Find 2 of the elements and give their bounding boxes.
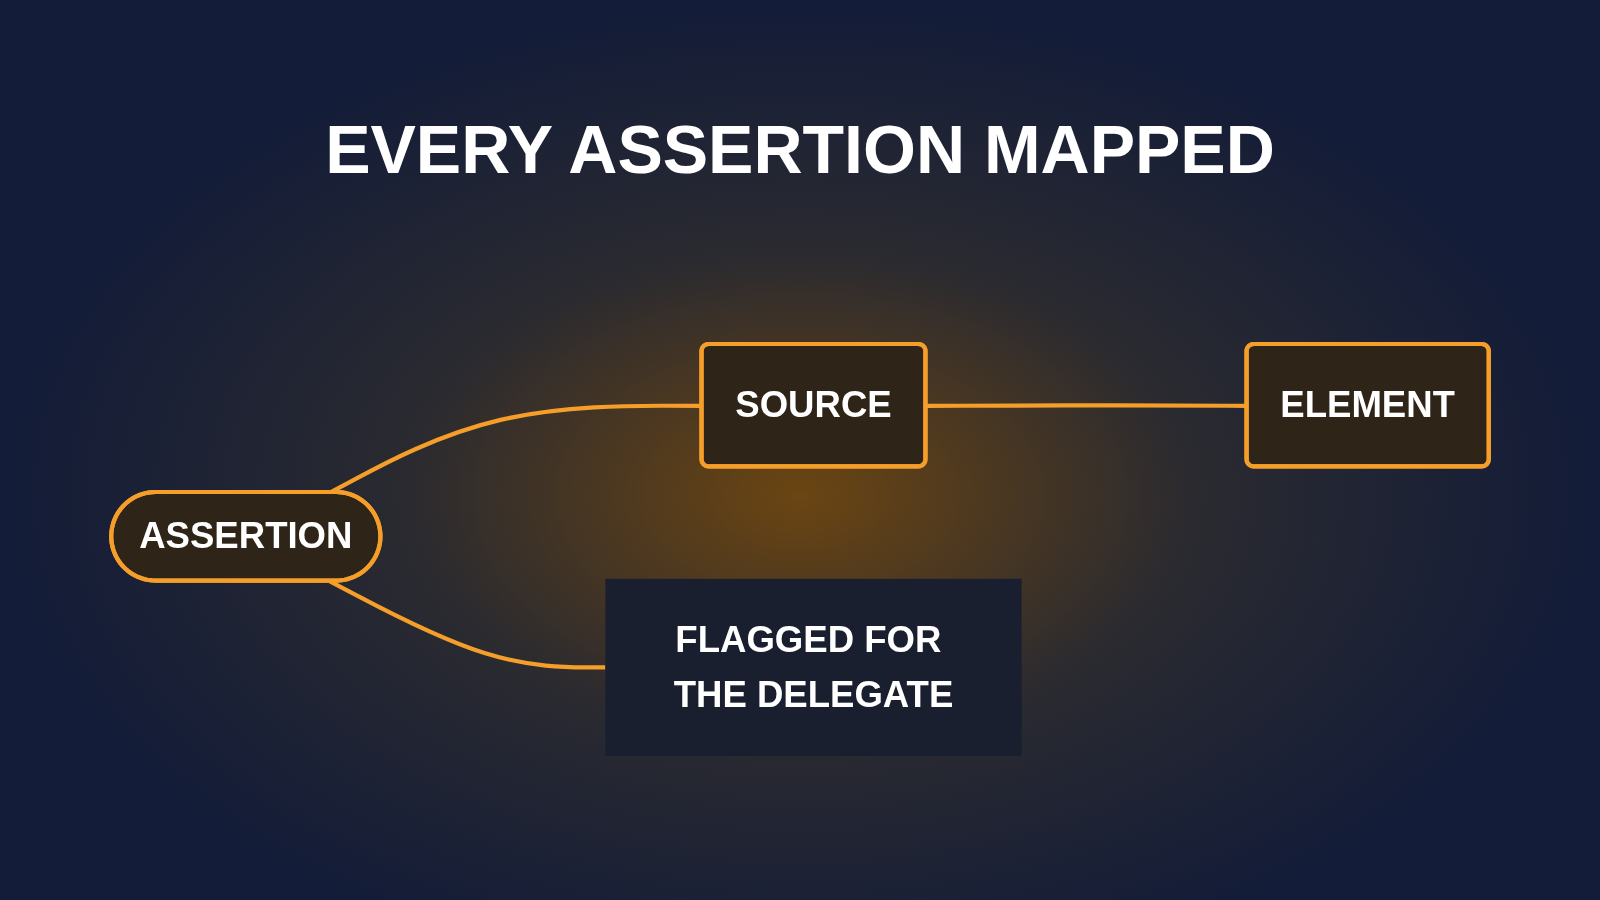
title: EVERY ASSERTION MAPPED xyxy=(324,110,1276,188)
node-box: FLAGGED FOR THE DELEGATE xyxy=(605,578,1022,756)
